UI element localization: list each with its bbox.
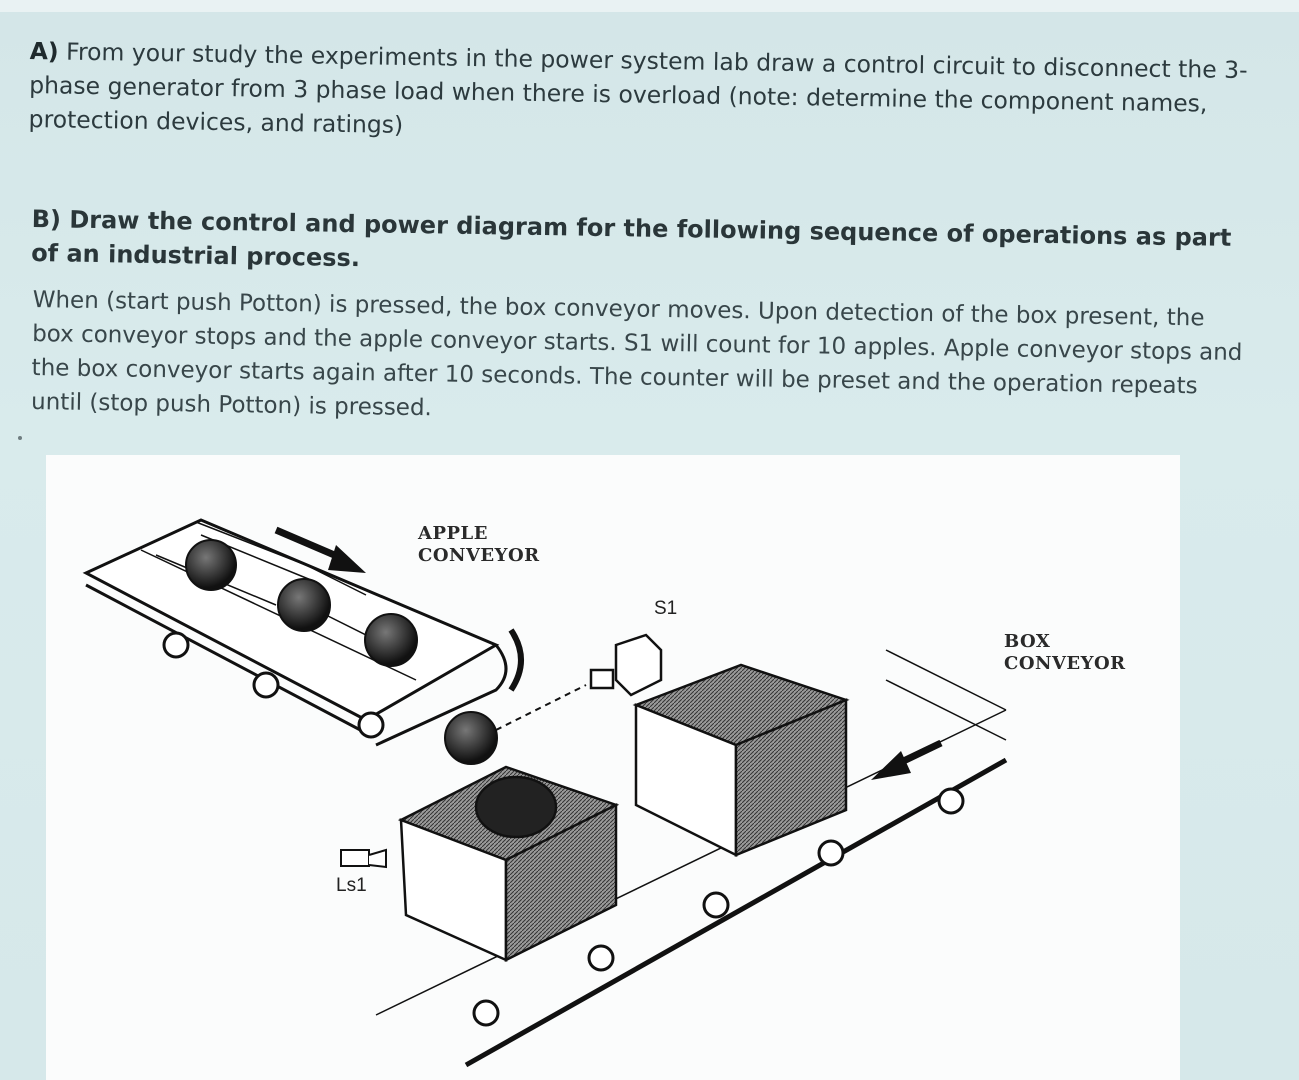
limit-switch-label: Ls1 bbox=[336, 875, 367, 896]
box-conveyor-label-line1: BOX bbox=[1004, 631, 1051, 652]
apples bbox=[185, 539, 498, 765]
limit-switch-device bbox=[340, 848, 387, 869]
empty-box bbox=[632, 663, 850, 858]
apple-conveyor-label-line2: CONVEYOR bbox=[418, 545, 540, 566]
question-a: A) From your study the experiments in th… bbox=[28, 34, 1259, 155]
falling-mark bbox=[508, 628, 524, 692]
sensor-beam bbox=[495, 684, 587, 731]
box-conveyor-label-line2: CONVEYOR bbox=[1004, 653, 1126, 674]
box-direction-arrow bbox=[871, 739, 943, 780]
box-conveyor-label: BOX CONVEYOR bbox=[1004, 631, 1126, 675]
top-bar bbox=[0, 0, 1299, 12]
question-b-body: When (start push Potton) is pressed, the… bbox=[30, 286, 1243, 422]
sensor-s1-device bbox=[589, 633, 663, 697]
apple-conveyor-label-line1: APPLE bbox=[418, 523, 488, 544]
bullet-dot bbox=[18, 436, 22, 440]
box-conveyor bbox=[375, 649, 1008, 1068]
question-a-text: From your study the experiments in the p… bbox=[28, 37, 1248, 139]
conveyor-figure: APPLE CONVEYOR S1 BOX CONVEYOR Ls1 bbox=[46, 455, 1180, 1080]
conveyor-illustration bbox=[82, 518, 1008, 1068]
question-b-title: B) Draw the control and power diagram fo… bbox=[30, 204, 1232, 273]
apple-conveyor-label: APPLE CONVEYOR bbox=[418, 523, 540, 567]
filling-box bbox=[397, 765, 620, 963]
sensor-s1-label: S1 bbox=[654, 598, 678, 619]
apple-direction-arrow bbox=[274, 526, 366, 573]
question-a-label: A) bbox=[29, 36, 59, 66]
